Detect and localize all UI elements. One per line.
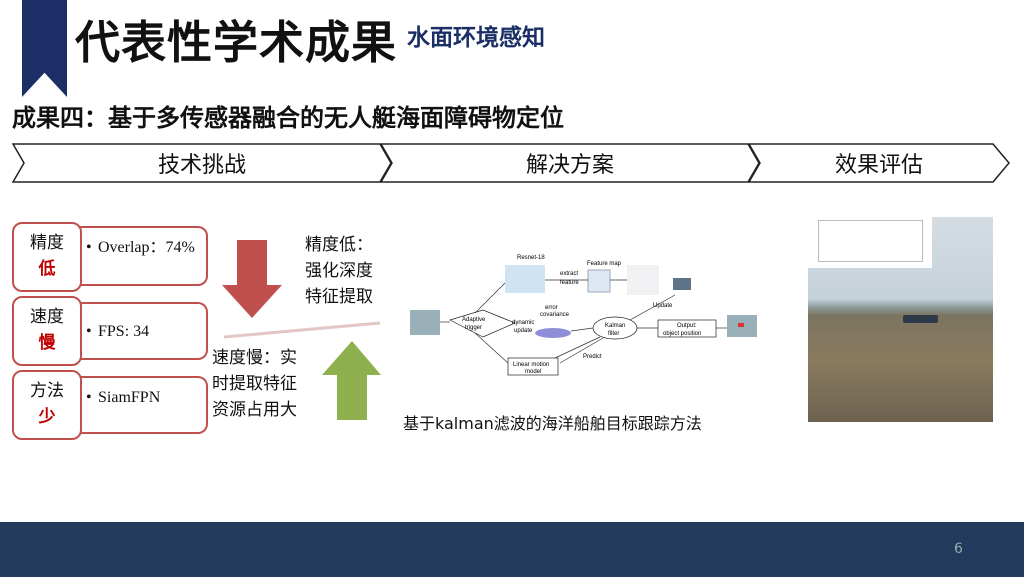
input-frame-image [410, 310, 440, 335]
speed-note: 速度慢：实时提取特征资源占用大 [212, 345, 297, 423]
linear-model-node [507, 357, 559, 376]
kalman-diagram: Resnet-18 extract feature Feature map Up… [410, 255, 757, 376]
diagram-label: Update [653, 303, 673, 309]
adaptive-trigger-node [449, 309, 516, 338]
metric-text: FPS: 34 [86, 322, 200, 342]
note-line: 特征提取 [305, 287, 373, 307]
page-number: 6 [954, 541, 963, 557]
diagram-label: Adaptive [462, 317, 486, 323]
challenge-metric: SiamFPN [78, 376, 208, 434]
level-text: 低 [38, 259, 56, 279]
footer-bar [0, 522, 1024, 577]
diagram-label: Feature map [587, 261, 622, 267]
step-label: 效果评估 [834, 153, 923, 178]
metric-text: SiamFPN [86, 388, 180, 408]
diagram-label: model [525, 369, 541, 375]
diagram-label: update [514, 328, 533, 334]
step-label: 解决方案 [525, 153, 614, 178]
diagram-label: Resnet-18 [517, 255, 545, 261]
heatmap-image [627, 265, 659, 295]
challenge-label: 精度低 [12, 222, 82, 292]
up-arrow-icon [322, 341, 381, 420]
step-solution: 解决方案 [380, 143, 760, 183]
note-line: 时提取特征 [212, 374, 297, 394]
challenge-metric: Overlap：74% [78, 226, 208, 286]
challenge-label: 方法少 [12, 370, 82, 440]
feature-cube [587, 269, 611, 293]
down-arrow-icon [222, 240, 282, 318]
step-evaluation: 效果评估 [748, 143, 1010, 183]
boat-image [903, 315, 938, 323]
diagram-label: Output: [677, 323, 697, 329]
diagram-label: Linear motion [513, 362, 549, 368]
diagram-label: Predict [583, 354, 602, 360]
diagram-label: object position [663, 331, 701, 337]
challenge-label: 速度慢 [12, 296, 82, 366]
step-label: 技术挑战 [157, 153, 246, 178]
diagram-label: extract [560, 271, 578, 277]
section-heading: 成果四：基于多传感器融合的无人艇海面障碍物定位 [12, 104, 564, 132]
diagram-label: dynamic [512, 320, 534, 326]
diagram-label: feature [560, 280, 579, 286]
covariance-plot [535, 328, 571, 338]
note-line: 资源占用大 [212, 400, 297, 420]
divider-line [223, 321, 381, 339]
diagram-label: error [545, 305, 558, 311]
resnet-block [505, 265, 545, 293]
challenge-metric: FPS: 34 [78, 302, 208, 360]
label-text: 方法 [30, 381, 64, 401]
bbox-image [673, 278, 691, 290]
page-title: 代表性学术成果 [75, 16, 398, 69]
label-text: 速度 [30, 307, 64, 327]
output-node [657, 319, 717, 338]
diagram-caption: 基于kalman滤波的海洋船舶目标跟踪方法 [403, 414, 702, 433]
arrows-graphic [222, 240, 381, 420]
note-line: 强化深度 [305, 261, 373, 281]
note-line: 精度低： [305, 235, 373, 255]
step-challenge: 技术挑战 [12, 143, 392, 183]
page-subtitle: 水面环境感知 [407, 25, 545, 51]
note-line: 速度慢：实 [212, 348, 297, 368]
label-text: 精度 [30, 233, 64, 253]
bookmark-decoration [22, 0, 67, 97]
level-text: 少 [38, 407, 56, 427]
diagram-label: trigger [465, 325, 482, 331]
diagram-label: covariance [540, 312, 570, 318]
level-text: 慢 [38, 333, 56, 353]
diagram-label: Kalman [605, 323, 625, 329]
result-chart-inset [808, 217, 932, 268]
metric-text: Overlap：74% [86, 238, 200, 258]
diagram-label: filter [608, 331, 619, 337]
accuracy-note: 精度低： 强化深度特征提取 [305, 232, 373, 310]
